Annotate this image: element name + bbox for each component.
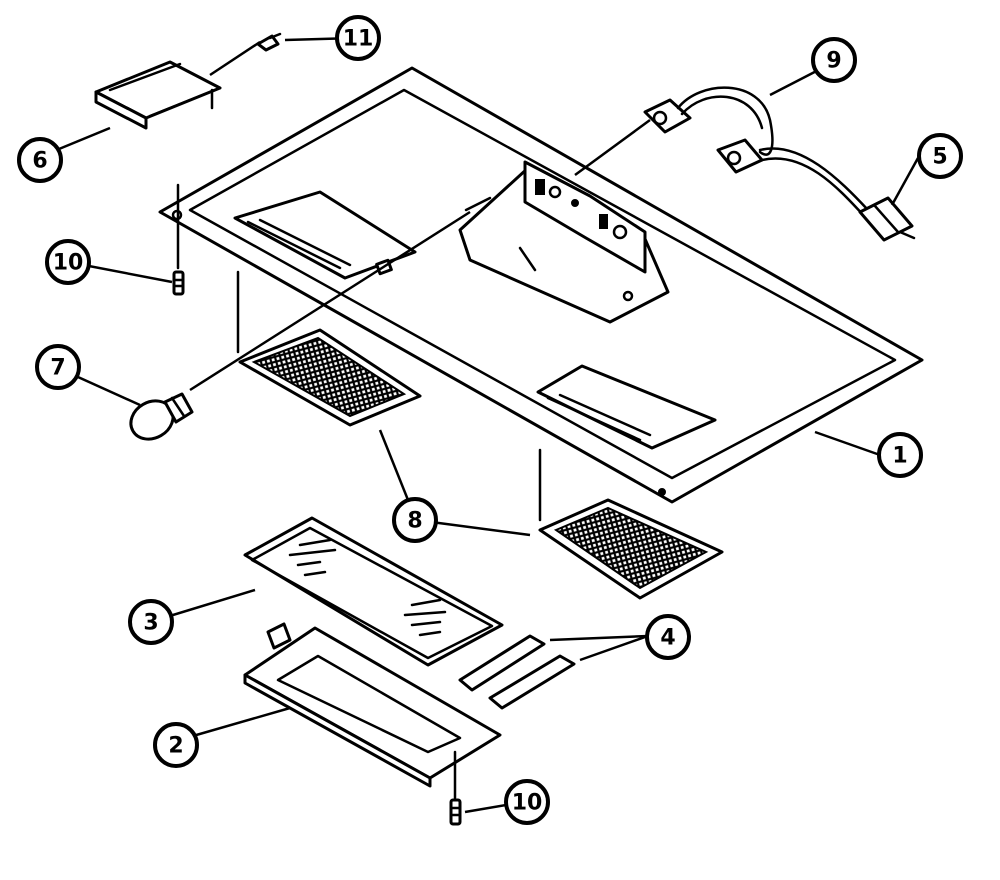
callout-3: 3 (128, 599, 174, 645)
svg-text:3: 3 (143, 611, 158, 636)
mounting-bracket (94, 60, 222, 130)
lens-frame (243, 622, 502, 788)
callout-5: 5 (917, 133, 963, 179)
callout-2: 2 (153, 722, 199, 768)
filter-left (238, 328, 422, 427)
retaining-strips (458, 634, 576, 710)
svg-text:6: 6 (32, 149, 47, 174)
callout-7: 7 (35, 344, 81, 390)
svg-text:11: 11 (343, 27, 374, 52)
callout-8: 8 (392, 497, 438, 543)
main-panel (158, 66, 924, 522)
svg-text:7: 7 (50, 356, 65, 381)
callout-9: 9 (811, 37, 857, 83)
callout-1: 1 (877, 432, 923, 478)
svg-text:8: 8 (407, 509, 422, 534)
svg-text:4: 4 (660, 626, 675, 651)
callout-10-top: 10 (45, 239, 91, 285)
lamp-bulb (129, 392, 194, 441)
screw-top (256, 32, 282, 52)
callout-10-bottom: 10 (504, 779, 550, 825)
svg-text:9: 9 (826, 49, 841, 74)
screw-bottom (449, 750, 462, 826)
lens-panel (243, 516, 504, 667)
svg-text:10: 10 (53, 251, 84, 276)
callout-11: 11 (335, 15, 381, 61)
svg-text:5: 5 (932, 145, 947, 170)
socket-harness (643, 86, 870, 220)
svg-text:10: 10 (512, 791, 543, 816)
screw-left (172, 270, 185, 296)
filter-right (538, 498, 724, 600)
svg-text:1: 1 (892, 444, 907, 469)
svg-text:2: 2 (168, 734, 183, 759)
callout-6: 6 (17, 137, 63, 183)
callout-4: 4 (645, 614, 691, 660)
wire-connector (858, 196, 916, 242)
